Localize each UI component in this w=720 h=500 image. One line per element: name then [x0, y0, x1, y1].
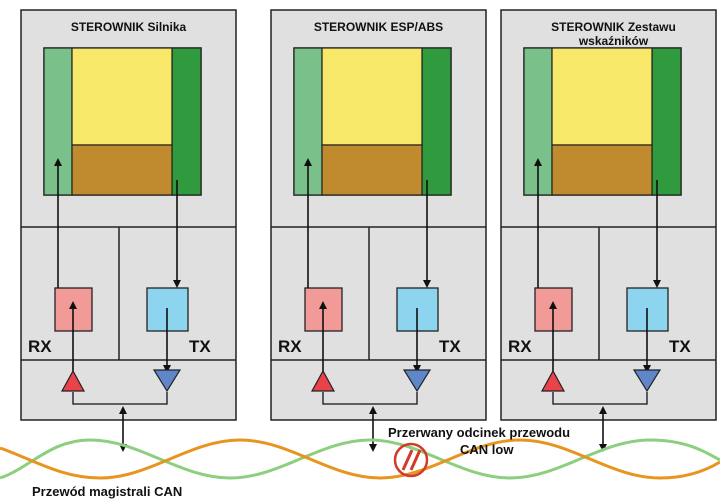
receiver-triangle	[310, 369, 336, 392]
break-slash	[409, 449, 422, 471]
receiver-triangle	[540, 369, 566, 392]
controller-unit: STEROWNIK ESP/ABS RX TX	[270, 9, 487, 452]
tx-buffer	[651, 47, 682, 196]
driver-triangle	[402, 369, 432, 393]
driver-triangle	[152, 369, 182, 393]
transceiver-link	[552, 392, 648, 405]
cpu-core	[551, 47, 653, 146]
controller-title: STEROWNIK ESP/ABS	[314, 20, 443, 34]
break-circle	[393, 442, 429, 478]
rx-label: RX	[278, 337, 302, 356]
tx-buffer	[421, 47, 452, 196]
tx-label: TX	[189, 337, 211, 356]
tx-label: TX	[669, 337, 691, 356]
can-controller	[321, 144, 423, 196]
can-controller	[551, 144, 653, 196]
controller-title: STEROWNIK Zestawu	[551, 20, 676, 34]
rx-label: RX	[508, 337, 532, 356]
can-low-wire	[0, 438, 720, 480]
can-high-wire	[0, 438, 720, 480]
cpu-core	[321, 47, 423, 146]
controller-title: wskaźników	[578, 34, 649, 48]
can-controller	[71, 144, 173, 196]
tx-label: TX	[439, 337, 461, 356]
tx-buffer	[171, 47, 202, 196]
rx-label: RX	[28, 337, 52, 356]
transceiver-link	[72, 392, 168, 405]
wire-break-marker	[393, 442, 429, 478]
bus-label: Przewód magistrali CAN	[32, 484, 182, 499]
receiver-triangle	[60, 369, 86, 392]
controller-title: STEROWNIK Silnika	[71, 20, 187, 34]
break-annotation-line2: CAN low	[460, 442, 514, 457]
can-bus-wires	[0, 438, 720, 480]
driver-triangle	[632, 369, 662, 393]
break-annotation-line1: Przerwany odcinek przewodu	[388, 425, 570, 440]
cpu-core	[71, 47, 173, 146]
transceiver-link	[322, 392, 418, 405]
break-slash	[401, 449, 414, 471]
